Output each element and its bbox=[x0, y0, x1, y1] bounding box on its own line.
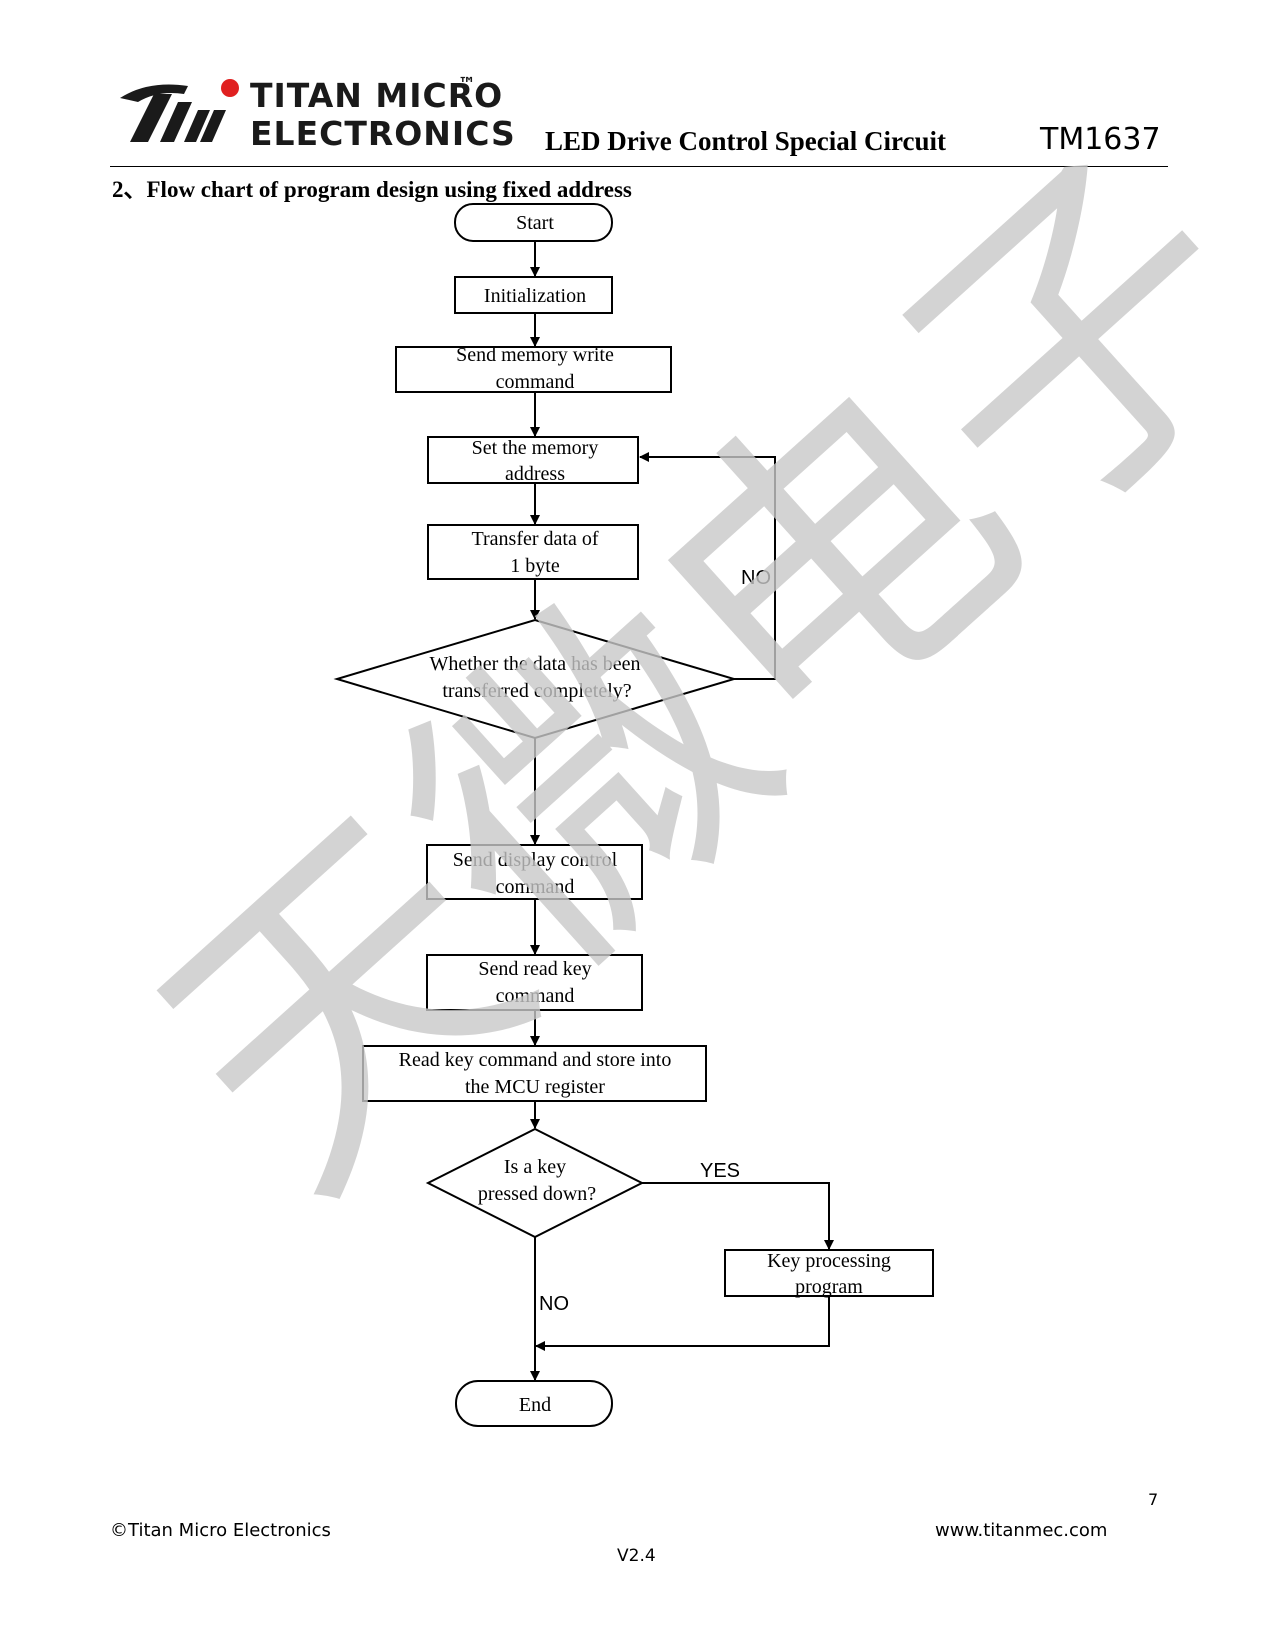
flow-no-label-end: NO bbox=[539, 1293, 569, 1315]
company-logo: TITAN MICRO ™ ELECTRONICS bbox=[118, 74, 515, 156]
flow-no-label-loop: NO bbox=[741, 567, 771, 589]
flow-transfer-box bbox=[427, 524, 639, 580]
page-number: 7 bbox=[1148, 1490, 1159, 1509]
flow-init-label: Initialization bbox=[484, 285, 586, 307]
flow-display-control-label-1: Send display control bbox=[453, 849, 618, 871]
flow-transfer-label-2: 1 byte bbox=[510, 555, 560, 577]
logo-trademark: ™ bbox=[458, 74, 476, 95]
flow-send-write-box bbox=[395, 346, 672, 393]
section-title: 2、Flow chart of program design using fix… bbox=[112, 177, 632, 202]
flow-store-key-label-2: the MCU register bbox=[465, 1076, 605, 1098]
tm-logo-mark-icon bbox=[120, 79, 239, 142]
flow-yes-label: YES bbox=[700, 1160, 740, 1182]
flow-display-control-label-2: command bbox=[496, 876, 575, 898]
flow-decision-key-label-1: Is a key bbox=[504, 1156, 566, 1178]
logo-line-1: TITAN MICRO bbox=[250, 76, 504, 115]
flow-connectors bbox=[530, 241, 834, 1381]
header-divider bbox=[110, 166, 1168, 167]
flow-send-write-label-1: Send memory write bbox=[456, 344, 614, 366]
flow-key-processing-label-2: program bbox=[795, 1276, 863, 1298]
flow-decision-complete-label-1: Whether the data has been bbox=[429, 653, 640, 675]
flow-set-address-label-2: address bbox=[505, 463, 565, 485]
flow-set-address-box bbox=[427, 436, 639, 484]
logo-line-2: ELECTRONICS bbox=[250, 114, 516, 153]
flow-set-address-label-1: Set the memory bbox=[472, 437, 599, 459]
logo-accent-dot bbox=[221, 79, 239, 97]
header-model-number: TM1637 bbox=[1040, 122, 1161, 157]
footer-website: www.titanmec.com bbox=[935, 1520, 1108, 1541]
flow-read-key-label-2: command bbox=[496, 985, 575, 1007]
flow-start-terminal bbox=[454, 203, 613, 242]
header-subtitle: LED Drive Control Special Circuit bbox=[545, 126, 946, 156]
flow-init-box bbox=[454, 276, 613, 314]
flow-transfer-label-1: Transfer data of bbox=[471, 528, 598, 550]
flow-decision-complete-label-2: transferred completely? bbox=[442, 680, 631, 702]
flow-decision-complete bbox=[333, 618, 738, 740]
flow-key-processing-label-1: Key processing bbox=[767, 1250, 891, 1272]
flow-decision-key-label-2: pressed down? bbox=[478, 1183, 596, 1205]
footer-version: V2.4 bbox=[617, 1546, 656, 1566]
flow-store-key-label-1: Read key command and store into bbox=[399, 1049, 672, 1071]
flow-read-key-label-1: Send read key bbox=[478, 958, 591, 980]
flow-send-write-label-2: command bbox=[496, 371, 575, 393]
flow-end-terminal bbox=[455, 1380, 613, 1427]
flow-end-label: End bbox=[519, 1394, 551, 1416]
flow-start-label: Start bbox=[516, 212, 554, 234]
footer-copyright: ©Titan Micro Electronics bbox=[110, 1520, 331, 1541]
